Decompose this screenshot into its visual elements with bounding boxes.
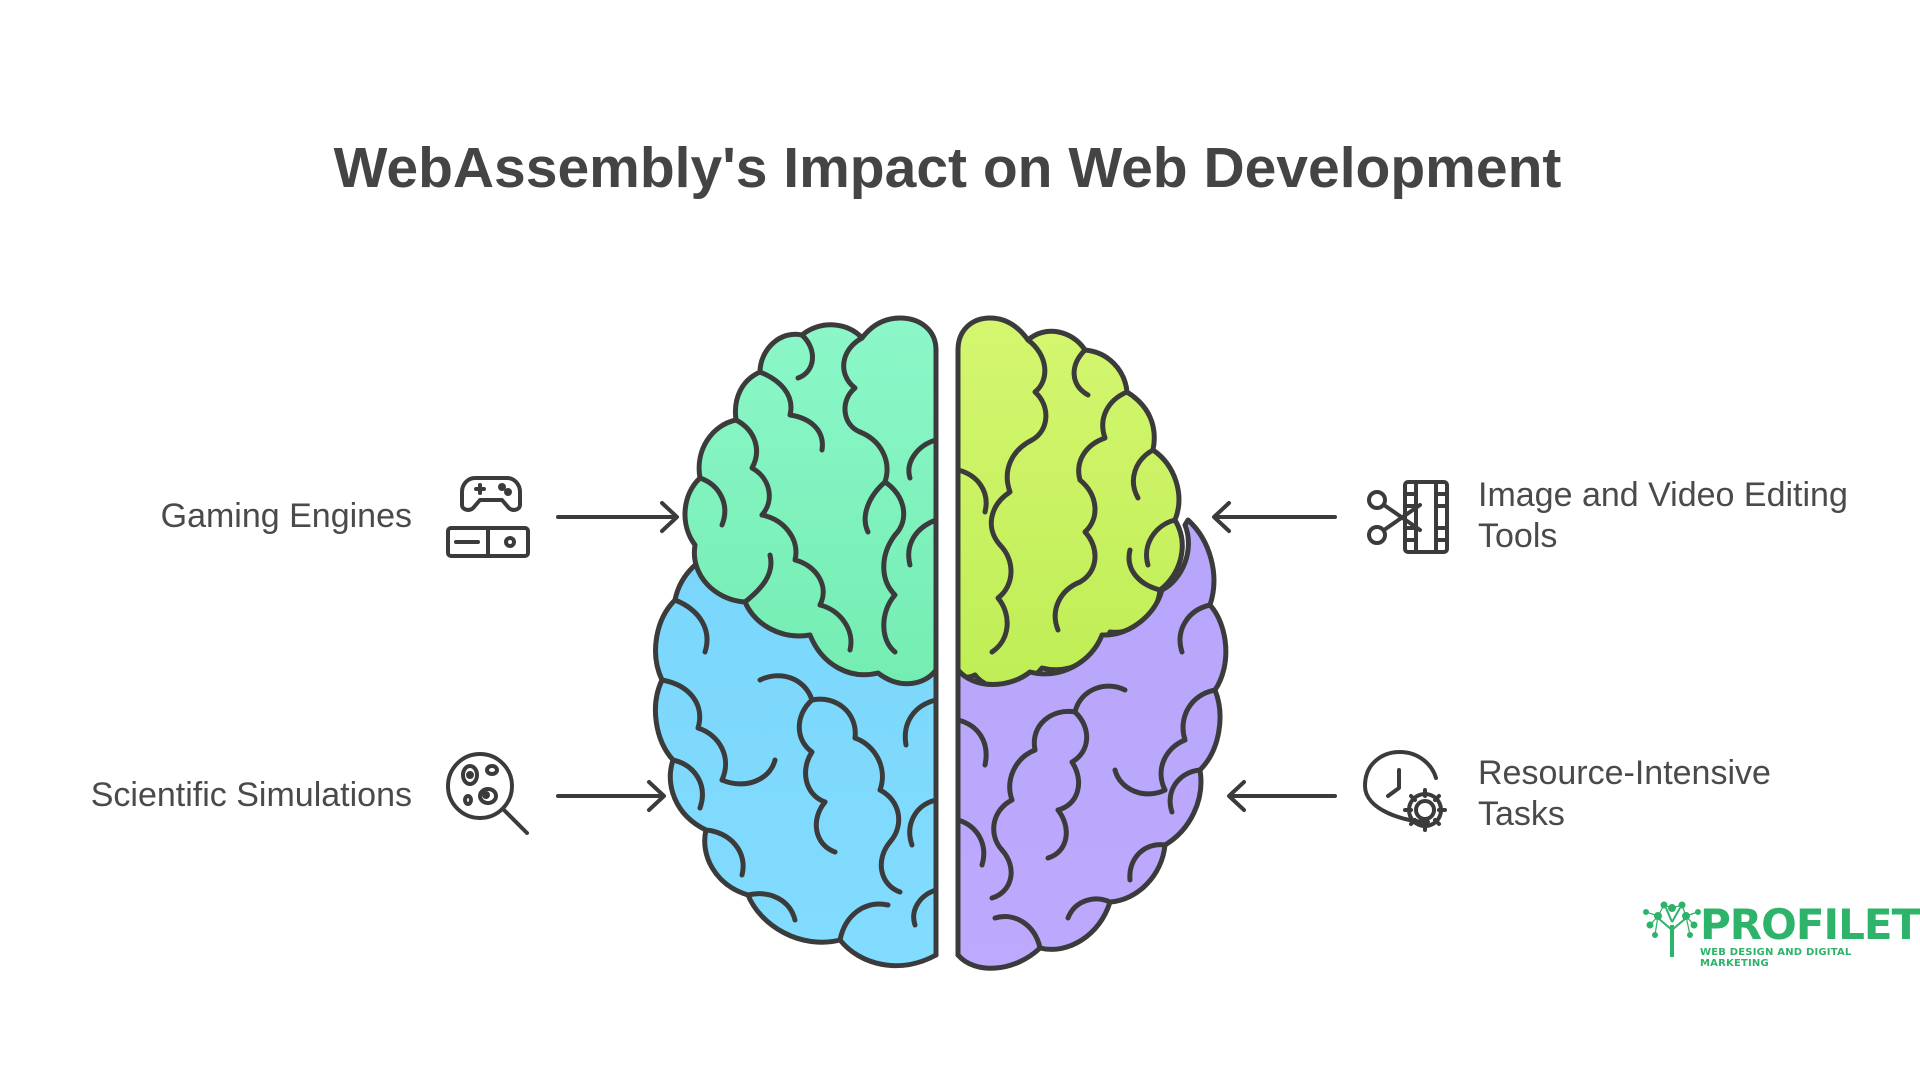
label-gaming-engines: Gaming Engines <box>160 497 412 535</box>
arrow-scientific-simulations <box>556 780 666 812</box>
logo-tagline: WEB DESIGN AND DIGITAL MARKETING <box>1700 947 1852 969</box>
label-resource-intensive: Resource-Intensive Tasks <box>1478 753 1898 835</box>
label-image-video-editing: Image and Video Editing Tools <box>1478 475 1898 557</box>
arrow-gaming-engines <box>556 501 679 533</box>
logo-name: PROFILETREE <box>1700 900 1920 949</box>
profiletree-logo-tree-icon <box>1643 901 1701 957</box>
page-title: WebAssembly's Impact on Web Development <box>333 136 1562 200</box>
label-image-video-editing-line2: Tools <box>1478 517 1558 555</box>
magnifier-microbes-icon <box>446 752 529 835</box>
arrow-image-video-editing <box>1212 501 1337 533</box>
label-resource-intensive-line2: Tasks <box>1478 795 1565 833</box>
label-resource-intensive-line1: Resource-Intensive <box>1478 754 1771 792</box>
label-scientific-simulations: Scientific Simulations <box>90 776 412 814</box>
brain-lobe-bottom-right <box>955 517 1229 971</box>
scissors-film-icon <box>1367 480 1449 554</box>
game-controller-console-icon <box>446 476 530 558</box>
arrow-resource-intensive <box>1227 780 1337 812</box>
label-image-video-editing-line1: Image and Video Editing <box>1478 476 1848 514</box>
clock-gear-icon <box>1363 750 1447 832</box>
